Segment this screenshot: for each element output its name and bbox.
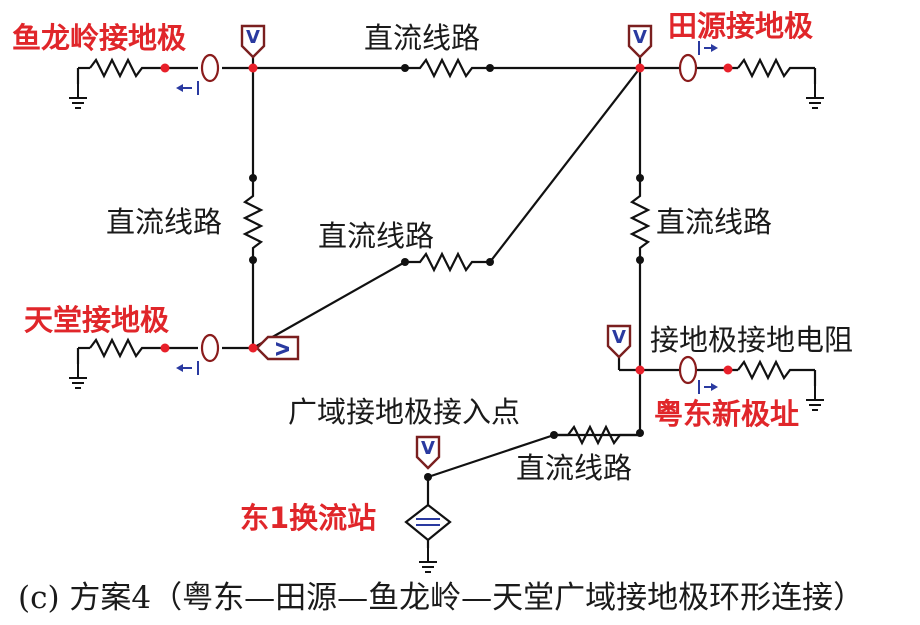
converter-source-icon	[404, 503, 452, 542]
label-yuedong-site: 粤东新极址	[654, 397, 799, 431]
voltmeter-icon: V	[606, 324, 640, 372]
voltmeter-icon: V	[240, 24, 266, 68]
resistor-tiantang	[89, 337, 148, 359]
ground-icon	[805, 385, 825, 411]
resistor-dc-wide-area	[554, 424, 640, 446]
label-dc-line-right: 直流线路	[656, 205, 772, 239]
svg-text:V: V	[612, 327, 626, 348]
svg-text:V: V	[246, 27, 260, 48]
figure-caption: (c) 方案4（粤东—田源—鱼龙岭—天堂广域接地极环形连接）	[18, 580, 864, 616]
voltmeter-icon: V	[255, 335, 300, 361]
current-sensors	[200, 53, 698, 385]
ground-icon	[68, 363, 88, 389]
current-sensor-tiantang	[200, 333, 220, 363]
svg-text:V: V	[421, 438, 435, 459]
current-arrows	[176, 41, 718, 394]
label-converter-station: 东1换流站	[240, 501, 376, 535]
ground-icon	[805, 83, 825, 109]
arrow-right-icon	[698, 380, 718, 394]
ground-icon	[68, 83, 88, 109]
resistor-dc-middle	[405, 251, 490, 273]
label-dc-line-middle: 直流线路	[318, 219, 434, 253]
svg-text:V: V	[633, 27, 647, 48]
wires	[76, 66, 817, 548]
label-ground-resistance: 接地极接地电阻	[650, 323, 853, 357]
current-sensor-yulongling	[200, 53, 220, 83]
voltmeter-icon: V	[627, 24, 653, 68]
current-sensor-yuedong	[678, 355, 698, 385]
label-tiantang: 天堂接地极	[24, 303, 169, 337]
resistor-dc-right	[629, 178, 651, 260]
label-dc-line-top: 直流线路	[364, 21, 480, 55]
arrow-left-icon	[176, 81, 199, 95]
voltmeters: V V V V V	[240, 24, 653, 470]
label-dc-line-bottom: 直流线路	[516, 451, 632, 485]
resistor-yulongling	[89, 57, 148, 79]
label-wide-area-point: 广域接地极接入点	[288, 395, 520, 429]
resistor-yuedong	[737, 359, 798, 381]
label-dc-line-left: 直流线路	[106, 205, 222, 239]
resistors	[89, 57, 798, 446]
resistor-tianyuan	[737, 57, 798, 79]
svg-text:V: V	[273, 342, 294, 356]
resistor-dc-left	[242, 178, 264, 260]
nodes	[160, 63, 733, 481]
label-tianyuan: 田源接地极	[668, 9, 813, 43]
arrow-right-icon	[698, 41, 718, 55]
arrow-left-icon	[176, 361, 199, 375]
ground-icon	[418, 547, 438, 573]
resistor-dc-top	[405, 57, 490, 79]
current-sensor-tianyuan	[678, 53, 698, 83]
label-yulongling: 鱼龙岭接地极	[12, 21, 186, 55]
voltmeter-icon: V	[415, 435, 441, 470]
